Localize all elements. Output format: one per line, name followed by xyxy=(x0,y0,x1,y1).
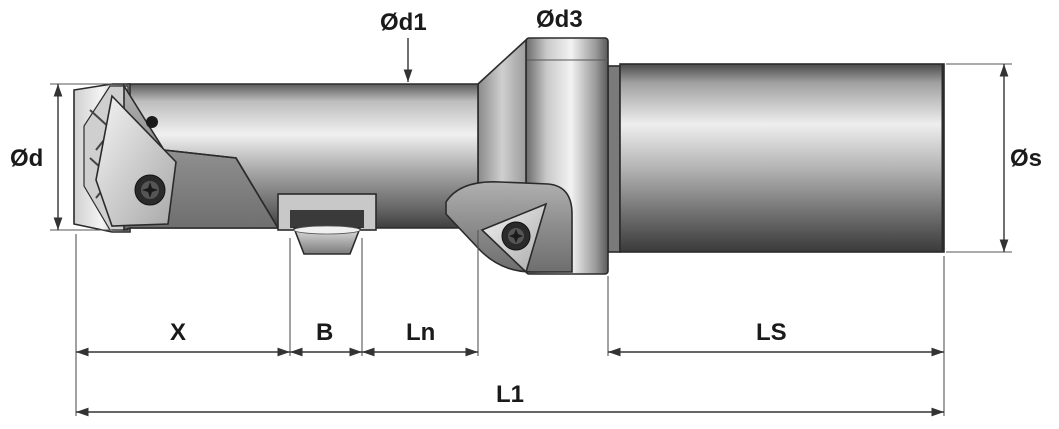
label-d3: Ød3 xyxy=(536,6,583,33)
front-insert xyxy=(95,94,177,227)
dim-b: B xyxy=(290,319,362,357)
coolant-hole xyxy=(146,116,158,128)
dim-l1: L1 xyxy=(76,381,944,417)
label-l1: L1 xyxy=(496,381,524,408)
label-d: Ød xyxy=(10,145,43,172)
dim-s: Øs xyxy=(946,63,1042,253)
label-ls: LS xyxy=(756,319,787,346)
dim-d: Ød xyxy=(10,83,112,231)
dim-ls: LS xyxy=(608,319,944,357)
label-x: X xyxy=(170,319,186,346)
dim-d1: Ød1 xyxy=(380,9,427,82)
dim-x: X xyxy=(76,319,290,357)
label-d1: Ød1 xyxy=(380,9,427,36)
label-b: B xyxy=(316,319,333,346)
extension-lines xyxy=(75,230,945,416)
rear-pocket xyxy=(445,181,573,274)
label-ln: Ln xyxy=(406,319,435,346)
dim-ln: Ln xyxy=(362,319,478,357)
shank xyxy=(607,63,945,253)
middle-insert xyxy=(277,193,377,255)
label-s: Øs xyxy=(1010,145,1042,172)
